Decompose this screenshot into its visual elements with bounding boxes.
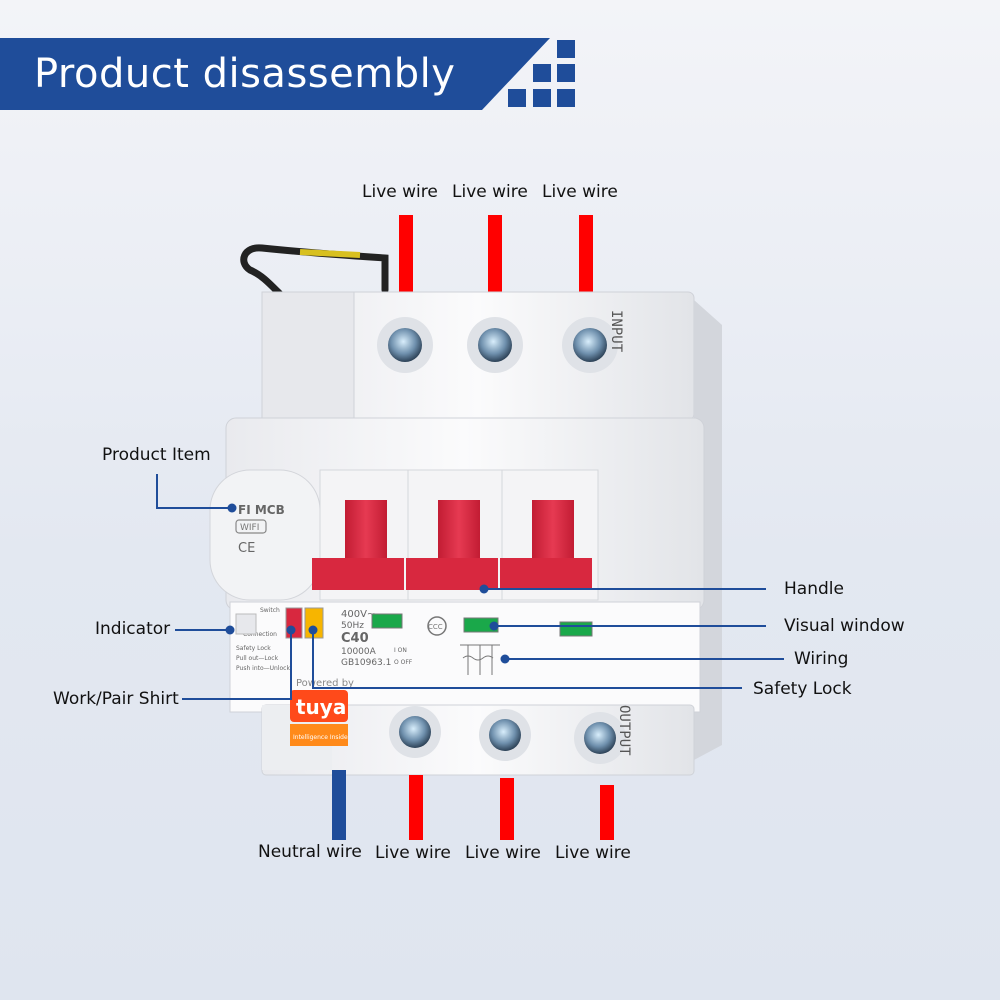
bottom-live-wire-3 (600, 785, 614, 840)
neutral-wire (332, 770, 346, 840)
svg-text:50Hz: 50Hz (341, 621, 364, 631)
handle-label: Handle (784, 579, 844, 599)
visual-window-1 (371, 613, 403, 629)
wifi-icon (235, 519, 267, 534)
leader-lines (156, 474, 784, 700)
svg-text:Pull out—Lock: Pull out—Lock (236, 655, 279, 662)
svg-text:O OFF: O OFF (394, 659, 413, 666)
title-banner (0, 38, 550, 110)
breaker-handles (312, 469, 599, 601)
visual-window-3 (559, 621, 593, 637)
bottom-live-wire-1 (409, 775, 423, 840)
visual-window-label: Visual window (784, 616, 905, 636)
svg-text:Safety Lock: Safety Lock (236, 645, 271, 652)
svg-text:I ON: I ON (394, 647, 407, 654)
tuya-sub-box (290, 724, 348, 746)
output-screws (389, 706, 626, 764)
top-live-wire-3 (579, 215, 593, 293)
bottom-wire-label-2: Live wire (465, 843, 541, 863)
tuya-logo-text: tuya (296, 695, 346, 719)
svg-text:400V~: 400V~ (341, 609, 375, 620)
tuya-sub-text: Intelligence Inside (293, 734, 348, 741)
work-pair-label: Work/Pair Shirt (53, 689, 179, 709)
wiring-label: Wiring (794, 649, 849, 669)
bottom-live-wire-2 (500, 778, 514, 840)
banner-squares-icon (508, 40, 575, 107)
input-label: INPUT (608, 310, 624, 353)
leader-dots (225, 503, 510, 664)
top-live-wire-1 (399, 215, 413, 293)
ccc-mark-icon (427, 616, 447, 636)
wifi-text: WIFI (240, 523, 259, 533)
bottom-wire-label-3: Live wire (555, 843, 631, 863)
svg-text:Push into—Unlock: Push into—Unlock (236, 665, 290, 672)
safety-lock-label: Safety Lock (753, 679, 852, 699)
model-text: FI MCB (238, 503, 285, 517)
svg-text:C40: C40 (341, 631, 369, 646)
top-wire-label-2: Live wire (452, 182, 528, 202)
powered-by-text: Powered by (296, 678, 354, 689)
ccc-text: CCC (428, 623, 443, 631)
bottom-wire-label-neutral: Neutral wire (258, 842, 362, 862)
svg-text:Switch: Switch (260, 607, 280, 614)
tuya-logo-box (290, 690, 348, 722)
output-label: OUTPUT (616, 705, 632, 756)
svg-text:10000A: 10000A (341, 647, 377, 657)
ce-mark: CE (238, 541, 255, 556)
top-wire-label-1: Live wire (362, 182, 438, 202)
rating-panel: 400V~ 50Hz C40 10000A GB10963.1 I ON O O… (236, 607, 413, 672)
top-wire-label-3: Live wire (542, 182, 618, 202)
wiring-diagram-icon (460, 644, 500, 675)
product-item-label: Product Item (102, 445, 211, 465)
indicator-lights (235, 613, 257, 635)
svg-text:Connection: Connection (243, 631, 277, 638)
input-screws (377, 317, 618, 373)
page-title: Product disassembly (34, 51, 456, 97)
top-live-wire-2 (488, 215, 502, 293)
svg-text:GB10963.1: GB10963.1 (341, 658, 391, 668)
bottom-wire-label-1: Live wire (375, 843, 451, 863)
indicator-label: Indicator (95, 619, 171, 639)
